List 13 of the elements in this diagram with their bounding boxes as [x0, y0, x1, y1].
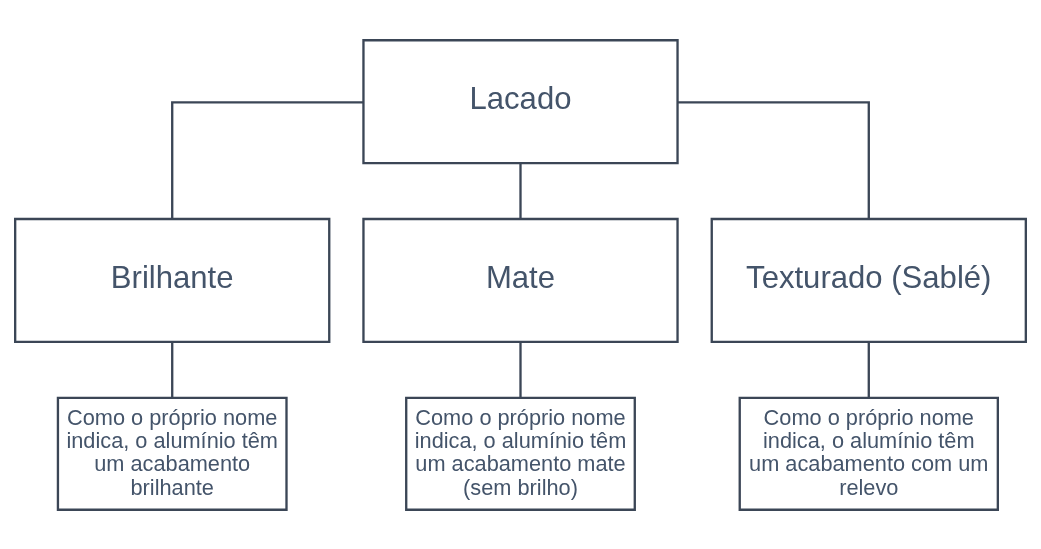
connector [519, 341, 522, 398]
node-box: Como o próprio nome indica, o alumínio têm um acabamento mate (sem brilho) [405, 396, 636, 511]
connector [171, 341, 174, 398]
node-box: Texturado (Sablé) [710, 217, 1027, 343]
connector [867, 341, 870, 398]
node-box: Lacado [362, 38, 679, 164]
node-box: Como o próprio nome indica, o alumínio têm um acabamento brilhante [56, 396, 288, 511]
connector [677, 100, 870, 219]
node-box: Brilhante [14, 217, 331, 343]
connector [519, 162, 522, 219]
connector [171, 100, 364, 219]
node-box: Como o próprio nome indica, o alumínio têm um acabamento com um relevo [738, 396, 999, 511]
node-box: Mate [362, 217, 679, 343]
